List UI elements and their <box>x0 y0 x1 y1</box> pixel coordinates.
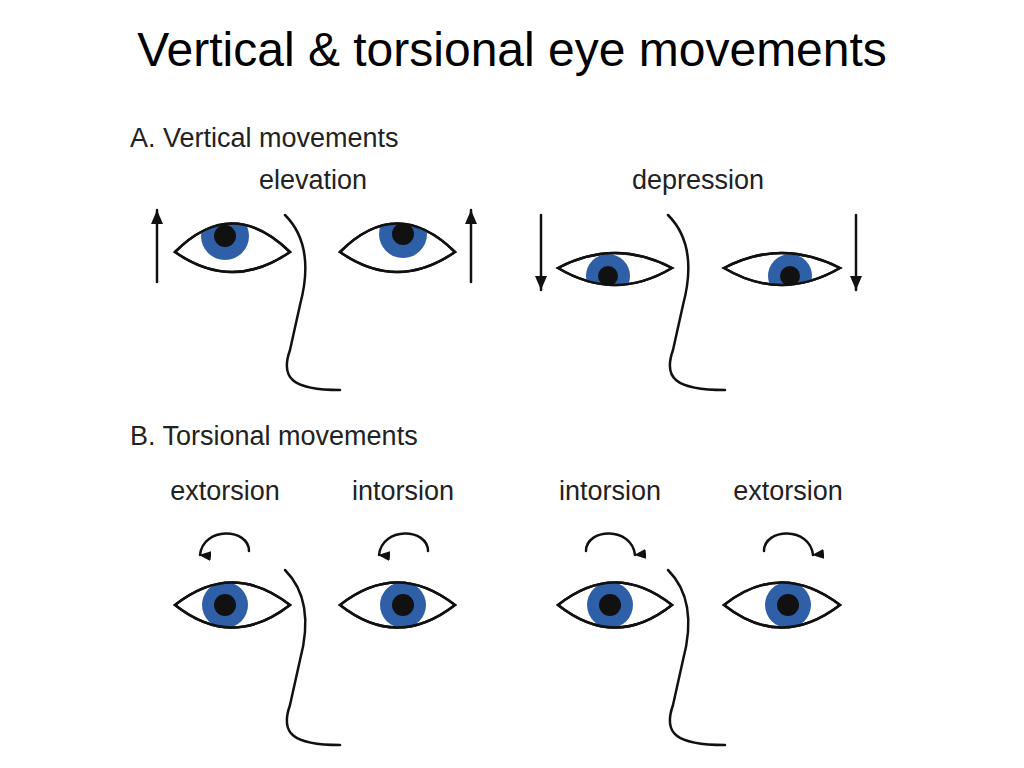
movement-label: intorsion <box>559 477 661 507</box>
slide-title: Vertical & torsional eye movements <box>137 24 887 77</box>
section-heading: A. Vertical movements <box>130 124 399 154</box>
movement-label: extorsion <box>733 477 843 507</box>
movement-label: elevation <box>259 166 367 196</box>
section-heading: B. Torsional movements <box>130 422 418 452</box>
movement-label: depression <box>632 166 764 196</box>
movement-label: extorsion <box>170 477 280 507</box>
movement-label: intorsion <box>352 477 454 507</box>
